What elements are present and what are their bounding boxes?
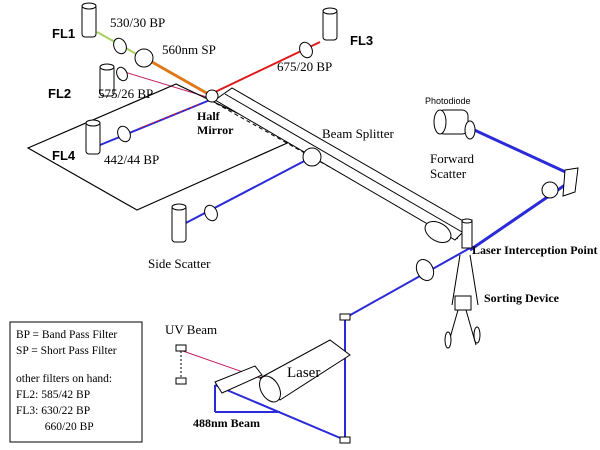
label-675-20: 675/20 BP <box>277 59 332 74</box>
fl2-pmt <box>99 63 115 97</box>
filter-675-20 <box>299 41 313 59</box>
beam-splitter-optic <box>302 147 322 167</box>
filter-442-44 <box>117 125 131 143</box>
side-scatter-pmt <box>171 203 187 243</box>
mirror-bottom-right <box>339 436 351 444</box>
label-side-scatter: Side Scatter <box>148 256 211 271</box>
label-sorting-device: Sorting Device <box>484 291 560 305</box>
filter-530-30 <box>113 37 127 55</box>
lower-lens <box>415 258 435 282</box>
legend-line-1: BP = Band Pass Filter <box>16 329 117 341</box>
label-laser-interception: Laser Interception Point <box>472 243 598 257</box>
label-488-beam: 488nm Beam <box>193 416 260 430</box>
flow-nozzle <box>461 218 473 249</box>
fl3-pmt <box>322 7 338 41</box>
forward-scatter-beam-1 <box>469 126 573 177</box>
legend-box: BP = Band Pass Filter SP = Short Pass Fi… <box>9 321 143 443</box>
half-mirror <box>205 89 219 103</box>
orange-beam <box>144 56 211 97</box>
forward-scatter-lens <box>541 181 559 199</box>
legend-line-6: FL3: 630/22 BP <box>16 405 90 417</box>
legend-line-4: other filters on hand: <box>16 373 112 385</box>
mirror-uv-top <box>175 344 187 352</box>
mirror-uv-bottom <box>175 377 187 385</box>
side-scatter-beam <box>181 156 313 226</box>
fl4-beam <box>99 99 211 146</box>
legend-line-5: FL2: 585/42 BP <box>16 389 90 401</box>
label-575-26: 575/26 BP <box>98 86 153 101</box>
filter-575-26 <box>116 66 128 82</box>
laser-body <box>214 339 351 403</box>
label-fl1: FL1 <box>52 26 75 41</box>
label-560-sp: 560nm SP <box>162 42 216 57</box>
mirror-upper-right <box>339 313 351 321</box>
label-442-44: 442/44 BP <box>104 152 159 167</box>
beam-paths <box>96 31 573 441</box>
label-half: Half <box>197 109 221 123</box>
label-mirror: Mirror <box>197 123 234 137</box>
label-uv-beam: UV Beam <box>165 322 217 337</box>
fl4-pmt <box>85 119 101 155</box>
main-beam-1 <box>344 247 471 319</box>
label-fl4: FL4 <box>52 148 76 163</box>
forward-scatter-mirror <box>562 167 579 197</box>
label-fl3: FL3 <box>350 33 373 48</box>
fl4-red-dash <box>139 103 201 129</box>
label-beam-splitter: Beam Splitter <box>322 126 395 141</box>
label-530-30: 530/30 BP <box>110 15 165 30</box>
sorting-device <box>444 254 481 349</box>
label-scatter: Scatter <box>430 166 467 181</box>
label-forward: Forward <box>430 151 475 166</box>
side-scatter-filter <box>204 204 218 222</box>
filter-560-sp <box>134 48 154 68</box>
label-laser: Laser <box>287 365 320 381</box>
fl1-pmt <box>81 2 97 38</box>
photodiode <box>433 109 476 140</box>
legend-line-7: 660/20 BP <box>16 421 94 433</box>
legend-line-2: SP = Short Pass Filter <box>16 345 117 357</box>
label-fl2: FL2 <box>48 86 71 101</box>
label-photodiode: Photodiode <box>425 96 471 106</box>
